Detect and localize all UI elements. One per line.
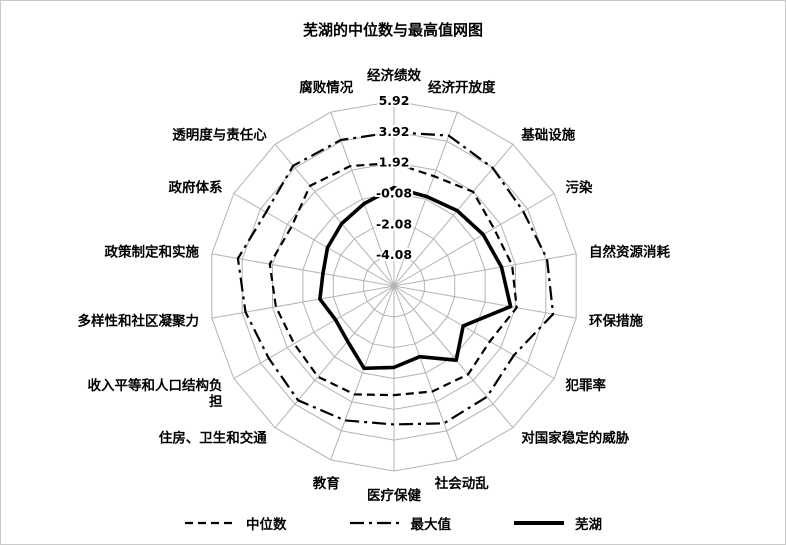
axis-label: 收入平等和人口结构负担 [88, 377, 224, 410]
axis-spoke [330, 285, 395, 461]
axis-label: 住房、卫生和交通 [159, 430, 267, 447]
axis-spoke [393, 285, 577, 319]
tick-label: -2.08 [376, 216, 412, 231]
axis-label: 腐败情况 [299, 79, 353, 96]
axis-spoke [393, 111, 458, 287]
axis-label: 政府体系 [169, 179, 223, 196]
tick-label: -0.08 [376, 186, 412, 201]
wuhu-line-sample [514, 521, 564, 525]
axis-spoke [393, 253, 577, 287]
axis-label: 污染 [565, 179, 593, 196]
legend-item-wuhu: 芜湖 [513, 513, 602, 533]
tick-label: 3.92 [379, 124, 410, 139]
axis-label: 环保措施 [589, 312, 643, 329]
legend-item-median: 中位数 [184, 513, 287, 533]
axis-spoke [330, 111, 395, 287]
axis-label: 教育 [313, 475, 340, 492]
axis-label: 经济绩效 [367, 67, 421, 84]
axis-label: 政策制定和实施 [105, 244, 200, 261]
axis-spoke [233, 193, 395, 287]
legend-item-max: 最大值 [349, 513, 452, 533]
axis-label: 自然资源消耗 [589, 244, 670, 261]
axis-label: 透明度与责任心 [172, 126, 267, 143]
axis-label: 社会动乱 [434, 475, 489, 492]
median-line-sample [185, 521, 235, 525]
axis-label: 对国家稳定的威胁 [521, 430, 629, 447]
chart-legend: 中位数 最大值 芜湖 [1, 513, 785, 533]
axis-spoke [211, 285, 395, 319]
series-solid [318, 185, 513, 371]
axis-label: 经济开放度 [428, 79, 496, 96]
legend-label-max: 最大值 [410, 517, 452, 533]
chart-title: 芜湖的中位数与最高值网图 [302, 21, 483, 39]
legend-label-median: 中位数 [246, 517, 287, 533]
axis-spoke [393, 285, 458, 461]
axis-spoke [393, 193, 555, 287]
series-dashed [268, 161, 518, 397]
tick-label: -4.08 [376, 247, 412, 262]
axis-label: 基础设施 [521, 126, 575, 143]
tick-label: 1.92 [379, 155, 410, 170]
axis-spoke [274, 143, 395, 287]
axis-label: 多样性和社区凝聚力 [78, 312, 200, 329]
max-line-sample [349, 521, 400, 525]
axis-spoke [274, 285, 395, 429]
axis-label: 犯罪率 [564, 377, 606, 394]
axis-spoke [393, 285, 514, 429]
series-dashdot [236, 131, 555, 426]
legend-label-wuhu: 芜湖 [575, 517, 602, 533]
axis-label: 医疗保健 [367, 487, 421, 504]
axis-spoke [393, 285, 555, 379]
axis-spoke [211, 253, 395, 287]
axis-spoke [233, 285, 395, 379]
tick-label: 5.92 [379, 93, 410, 108]
